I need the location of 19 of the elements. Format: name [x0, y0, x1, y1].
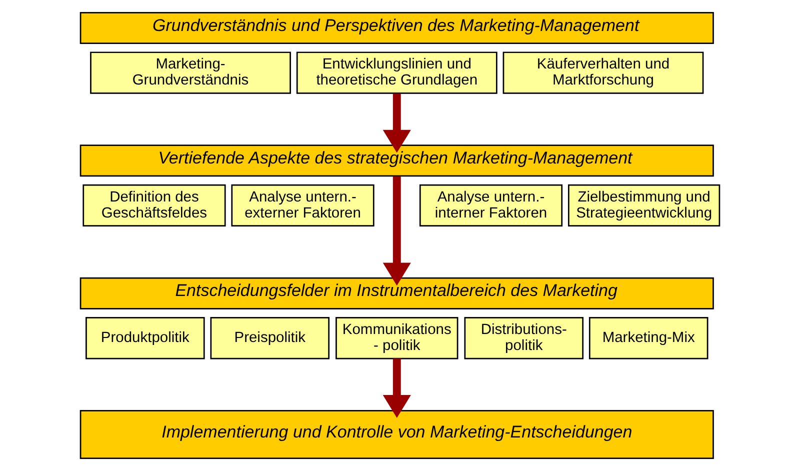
node-box: Vertiefende Aspekte des strategischen Marketing-Management — [80, 144, 714, 177]
arrow — [382, 358, 411, 418]
node-box: Marketing- Grundverständnis — [90, 52, 291, 94]
node-box: Kommunikations - politik — [336, 317, 458, 360]
node-box: Grundverständnis und Perspektiven des Marketing-Management — [80, 12, 714, 44]
node-box: Entwicklungslinien und theoretische Grundlagen — [296, 52, 498, 94]
node-box: Marketing-Mix — [588, 317, 708, 360]
node-box: Preispolitik — [210, 317, 330, 360]
arrow — [382, 94, 411, 153]
node-box: Analyse untern.- externer Faktoren — [231, 184, 374, 227]
node-box: Analyse untern.- interner Faktoren — [419, 184, 563, 227]
arrow — [382, 176, 411, 286]
node-box: Entscheidungsfelder im Instrumentalbereich des Marketing — [80, 277, 714, 310]
node-box: Definition des Geschäftsfeldes — [82, 184, 226, 227]
node-box: Zielbestimmung und Strategieentwicklung — [568, 184, 720, 227]
node-box: Implementierung und Kontrolle von Marketing-Entscheidungen — [80, 410, 714, 459]
node-box: Käuferverhalten und Marktforschung — [502, 52, 704, 94]
node-box: Produktpolitik — [86, 317, 205, 360]
node-box: Distributions- politik — [464, 317, 584, 360]
